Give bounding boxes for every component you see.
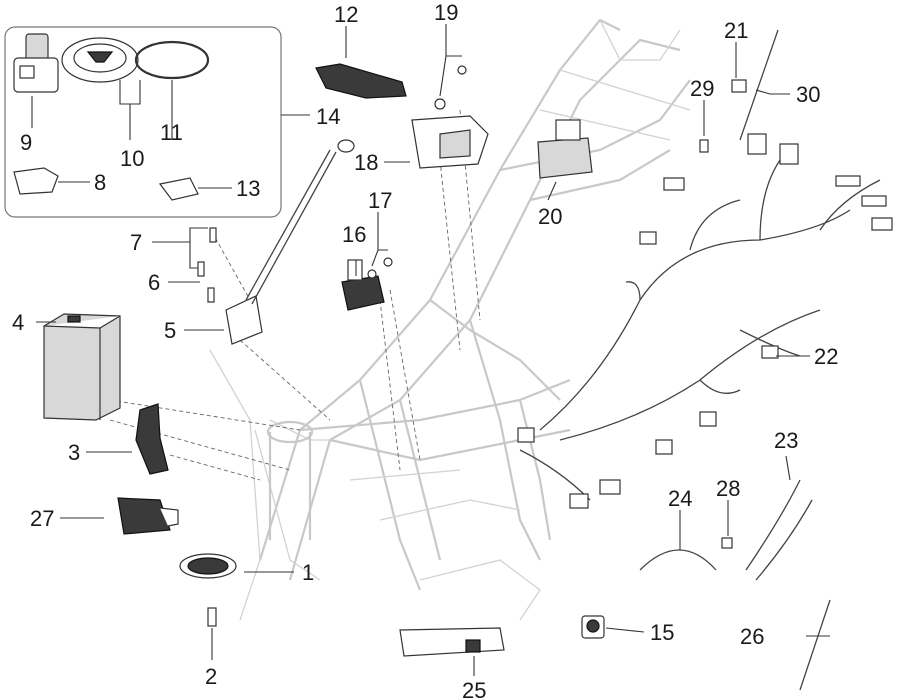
- callout-21: 21: [724, 18, 748, 43]
- callout-29: 29: [690, 76, 714, 101]
- callout-4: 4: [12, 310, 24, 335]
- callout-27: 27: [30, 506, 54, 531]
- callout-6: 6: [148, 270, 160, 295]
- connector-part-15: [581, 615, 605, 639]
- fuel-cap-gasket-part: [134, 40, 210, 80]
- callout-9: 9: [20, 130, 32, 155]
- starter-cable-part: [225, 139, 355, 345]
- battery-bracket-part: [135, 403, 169, 475]
- callout-22: 22: [814, 344, 838, 369]
- callout-24: 24: [668, 486, 692, 511]
- inset-parts-group: [4, 26, 282, 218]
- callout-19: 19: [434, 0, 458, 25]
- callout-20: 20: [538, 204, 562, 229]
- callout-5: 5: [164, 318, 176, 343]
- callout-30: 30: [796, 82, 820, 107]
- callout-7: 7: [130, 230, 142, 255]
- callout-3: 3: [68, 440, 80, 465]
- motorcycle-frame: [209, 18, 691, 621]
- callout-11: 11: [160, 120, 183, 145]
- callout-15: 15: [650, 620, 674, 645]
- handlebar-switch-part: [399, 627, 505, 657]
- starter-relay-part: [341, 259, 385, 311]
- callout-23: 23: [774, 428, 798, 453]
- horn-bolt-part: [207, 607, 217, 627]
- callout-13: 13: [236, 176, 260, 201]
- callout-18: 18: [354, 150, 378, 175]
- callout-8: 8: [94, 170, 106, 195]
- fuel-cap-part: [61, 37, 139, 83]
- callout-17: 17: [368, 188, 392, 213]
- callout-2: 2: [205, 664, 217, 689]
- ignition-switch-part: [13, 33, 59, 93]
- callout-10: 10: [120, 146, 144, 171]
- relay-box-part: [117, 497, 179, 535]
- bracket-part-8: [13, 167, 59, 195]
- dark-bracket-part: [315, 63, 407, 99]
- regulator-part: [537, 119, 593, 179]
- wiring-harness-part: [517, 133, 893, 509]
- callout-12: 12: [334, 2, 358, 27]
- callout-28: 28: [716, 476, 740, 501]
- callout-26: 26: [740, 624, 764, 649]
- bracket-part-13: [158, 177, 199, 201]
- horn-part: [179, 553, 237, 579]
- callout-1: 1: [302, 560, 314, 585]
- callout-16: 16: [342, 222, 366, 247]
- callout-labels: 1 2 3 4 5 6 7 8 9 10 11 12 13 14 15 16 1…: [12, 0, 838, 700]
- callout-leaders: [36, 24, 830, 676]
- battery-part: [43, 313, 121, 421]
- callout-14: 14: [316, 104, 340, 129]
- ecu-part: [411, 115, 489, 169]
- callout-25: 25: [462, 678, 486, 700]
